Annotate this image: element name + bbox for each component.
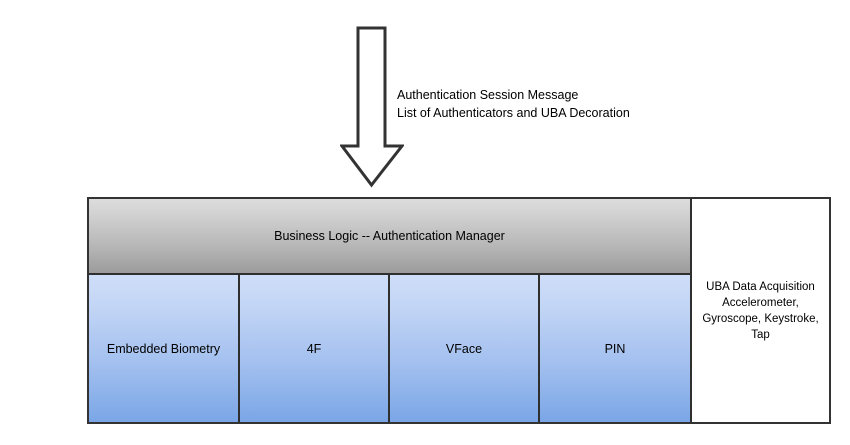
down-block-arrow-icon: [340, 26, 404, 188]
flow-arrow-label-line-1: Authentication Session Message: [397, 88, 579, 102]
uba-panel-line-2: Accelerometer,: [722, 296, 799, 309]
uba-panel-line-1: UBA Data Acquisition: [706, 280, 815, 293]
authenticator-row: Embedded Biometry 4F VFace PIN: [89, 275, 690, 422]
business-logic-band[interactable]: Business Logic -- Authentication Manager: [89, 199, 690, 275]
authenticator-label: VFace: [445, 341, 483, 356]
authenticator-cell-pin[interactable]: PIN: [540, 275, 690, 422]
system-architecture-box: Business Logic -- Authentication Manager…: [87, 197, 831, 424]
authenticator-cell-embedded-biometry[interactable]: Embedded Biometry: [89, 275, 240, 422]
uba-panel-text: UBA Data Acquisition Accelerometer, Gyro…: [702, 279, 818, 343]
uba-panel-line-3: Gyroscope, Keystroke,: [702, 312, 819, 325]
uba-data-acquisition-panel[interactable]: UBA Data Acquisition Accelerometer, Gyro…: [690, 199, 829, 422]
authenticator-cell-4f[interactable]: 4F: [240, 275, 390, 422]
flow-arrow-label: Authentication Session Message List of A…: [397, 86, 630, 122]
authenticator-label: 4F: [306, 341, 322, 356]
authenticator-label: Embedded Biometry: [106, 341, 221, 356]
authenticator-cell-vface[interactable]: VFace: [390, 275, 540, 422]
authentication-stack-column: Business Logic -- Authentication Manager…: [89, 199, 690, 422]
uba-panel-line-4: Tap: [751, 328, 770, 341]
flow-arrow-label-line-2: List of Authenticators and UBA Decoratio…: [397, 106, 630, 120]
authenticator-label: PIN: [604, 341, 626, 356]
business-logic-label: Business Logic -- Authentication Manager: [274, 229, 505, 243]
